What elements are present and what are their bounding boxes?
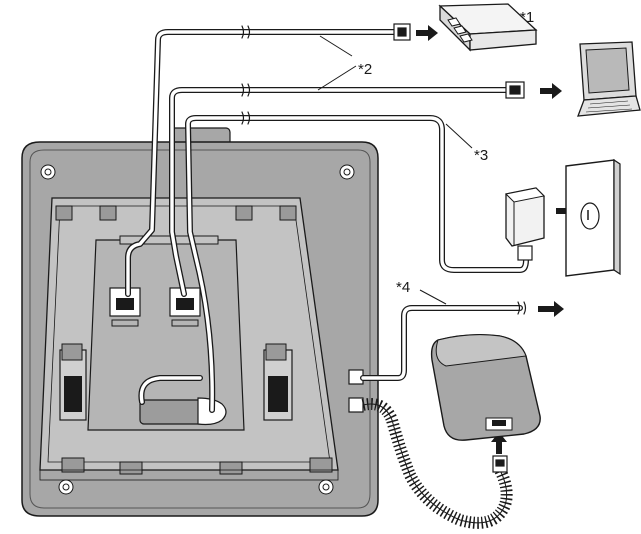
ac-adaptor-icon (504, 187, 546, 261)
callout-label-3: *3 (474, 147, 488, 164)
lan-cable-to-switch (125, 29, 399, 297)
network-switch-hub-icon (438, 3, 538, 52)
desk-phone-base-underside-icon (21, 127, 379, 517)
switch-plug-icon (393, 23, 411, 41)
callout-label-1: *1 (520, 9, 534, 26)
wall-outlet-icon (565, 158, 621, 277)
callout-label-4: *4 (396, 279, 410, 296)
adaptor-cable (185, 115, 529, 413)
arrow-right-icon (416, 25, 438, 41)
phone-base (21, 127, 379, 517)
arrow-right-icon (538, 301, 564, 317)
cable-break-marks (241, 25, 527, 315)
cable-hook-route (138, 375, 203, 405)
callout-leaders (317, 35, 473, 305)
cables (125, 25, 529, 413)
callout-label-2: *2 (358, 61, 372, 78)
laptop-computer-icon (577, 41, 641, 117)
handset-plug-icon (492, 455, 508, 473)
plugs (393, 23, 525, 473)
handset-icon (430, 333, 541, 441)
coiled-handset-cord (361, 398, 513, 529)
lan-cable-to-pc (169, 87, 509, 297)
arrow-right-icon (540, 83, 562, 99)
pc-plug-icon (505, 81, 525, 99)
handset-line-cable (360, 305, 523, 381)
